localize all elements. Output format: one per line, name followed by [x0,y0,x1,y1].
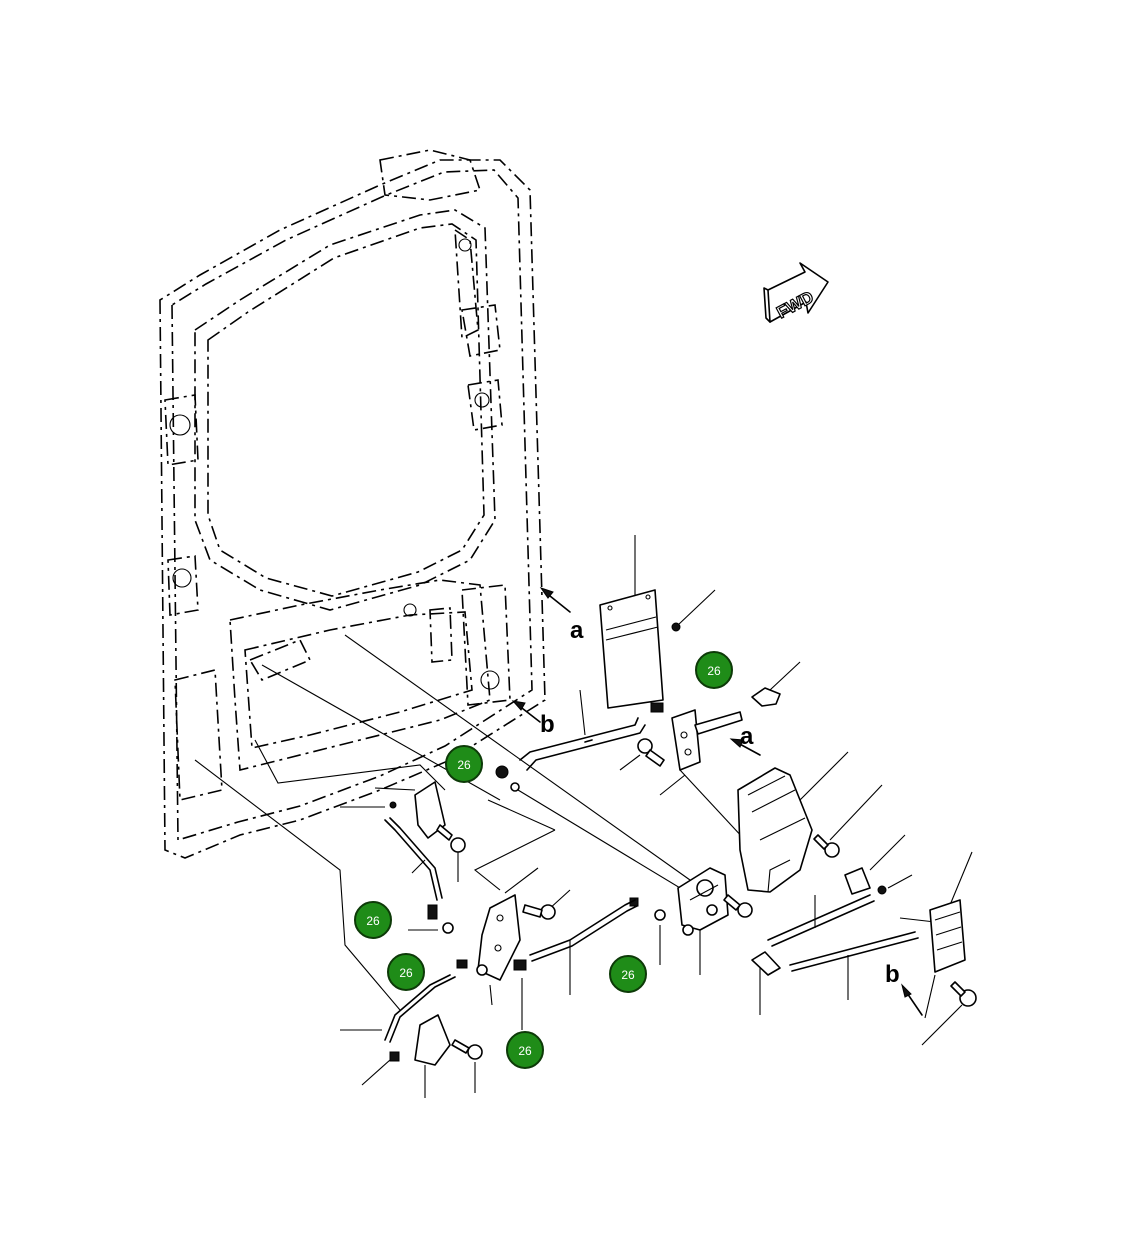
badge-label: 26 [366,914,380,928]
lock-rod-upper [767,894,875,947]
callout-letter-b-lower: b [885,961,900,988]
badge-label: 26 [621,968,635,982]
lock-rod-lower [789,931,919,972]
forward-direction-arrow: FWD [763,262,829,323]
badge-label: 26 [707,664,721,678]
reference-badge-1: 26 [695,651,733,689]
lower-nut [389,1051,400,1062]
outside-handle-bracket [671,709,743,771]
inside-handle-bracket [477,894,521,981]
badge-label: 26 [457,758,471,772]
middle-bracket-bolt [522,904,556,920]
door-panel-outline [159,149,546,859]
reference-badge-4: 26 [387,953,425,991]
middle-washer [442,922,454,934]
lock-actuator-clip [844,867,887,895]
lower-link-bracket [414,1014,483,1066]
outside-handle-rod [519,717,646,771]
middle-nut [427,904,438,920]
callout-letter-a-upper: a [570,617,584,644]
access-cover-plate [599,589,664,709]
upper-link-bracket [389,781,466,853]
rod-end-fitting [751,951,781,976]
striker-bolt [950,981,977,1007]
callout-letter-b-upper: b [540,711,555,738]
reference-badge-5: 26 [609,955,647,993]
latch-bolt [723,894,753,918]
spring-clip [650,702,664,713]
reference-badge-3: 26 [354,901,392,939]
push-pin-fastener [671,622,681,632]
badge-label: 26 [399,966,413,980]
clip-upper-right [751,687,781,707]
striker-assembly [929,899,966,973]
reference-badge-2: 26 [445,745,483,783]
latch-shield [737,767,813,893]
reference-badge-6: 26 [506,1031,544,1069]
lower-link-rod [384,974,456,1043]
upper-link-rod [384,817,443,901]
badge-label: 26 [518,1044,532,1058]
shield-bolt [813,834,840,858]
middle-rod [529,899,638,962]
middle-spring-clip [513,959,527,971]
middle-clip-lower [456,959,488,976]
latch-washer [654,909,666,921]
callout-letter-a-lower: a [740,723,754,750]
callout-arrows [511,587,923,1016]
door-latch-assembly [677,867,729,936]
upper-nut [495,765,520,792]
bracket-screw [637,738,665,767]
